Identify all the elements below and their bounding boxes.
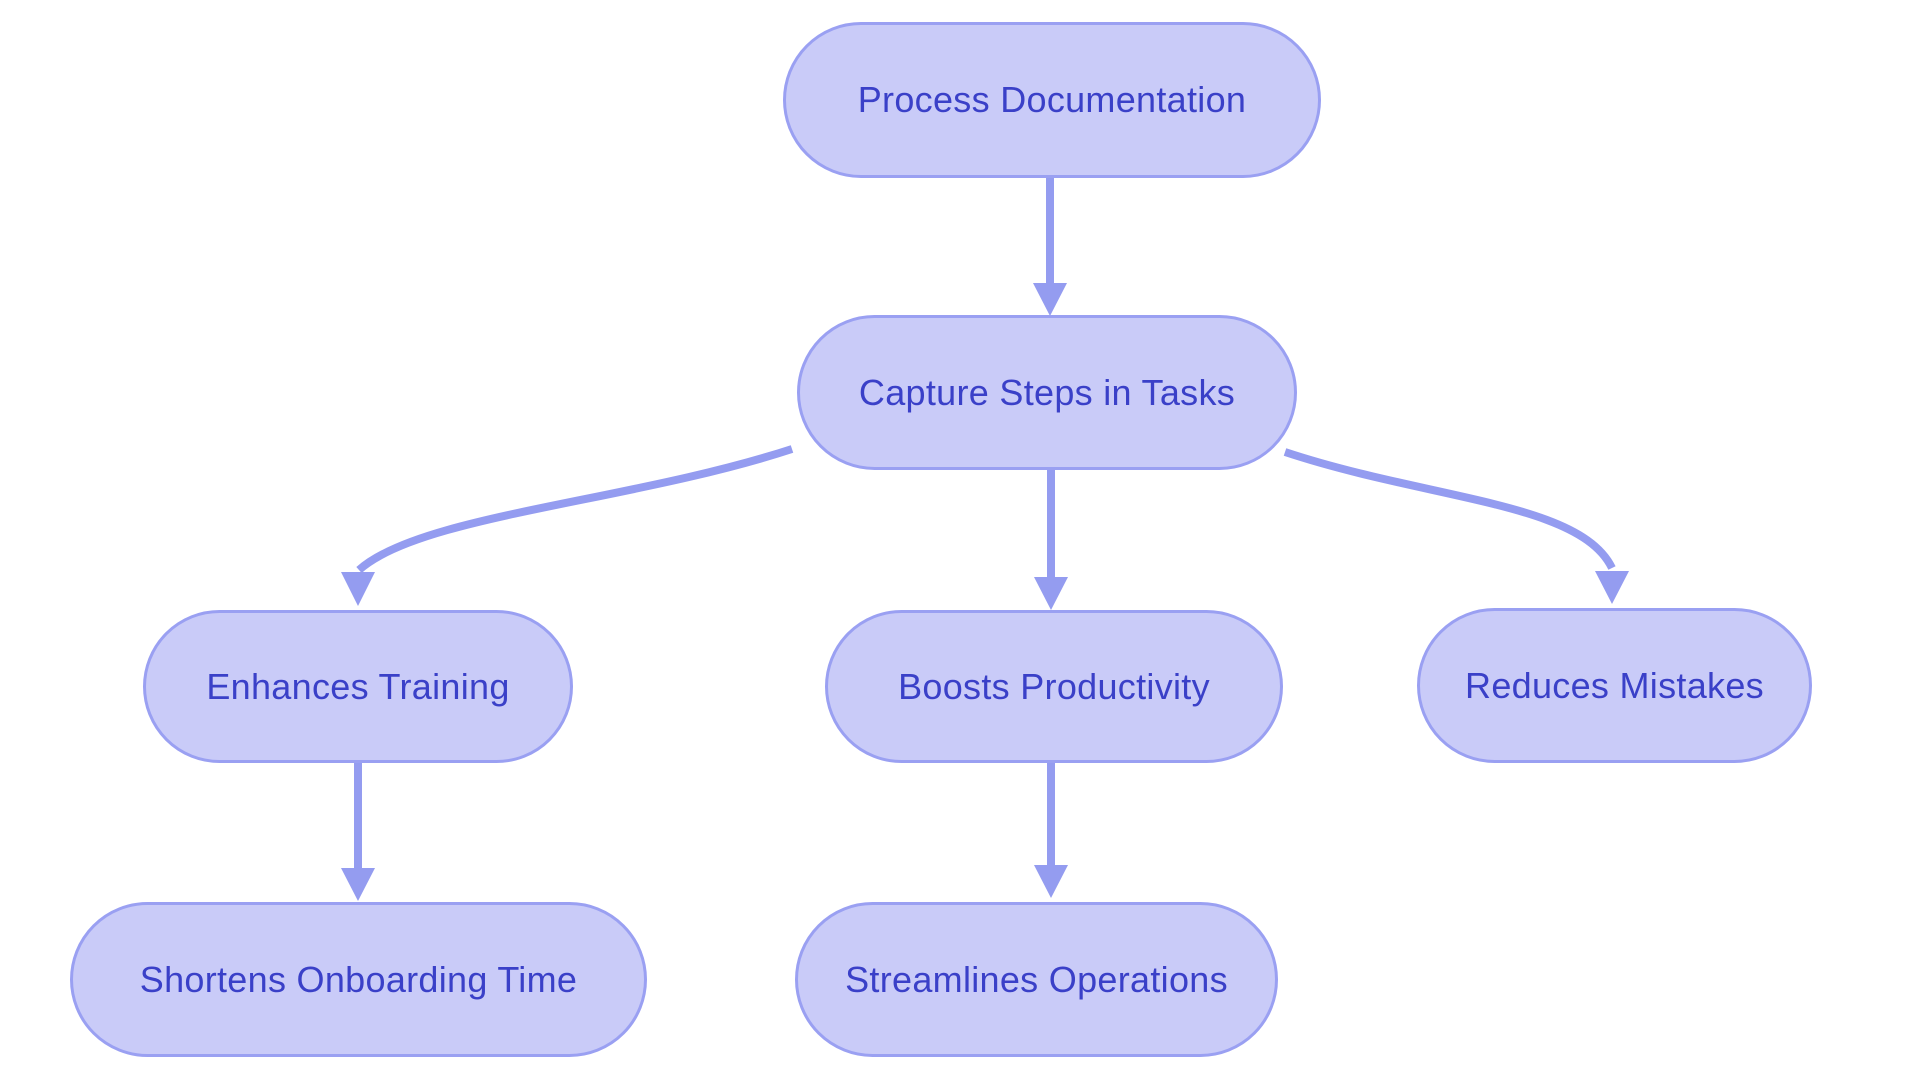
arrowhead-icon <box>341 572 375 606</box>
edge-capture-steps-to-enhances-training <box>341 445 794 606</box>
node-shortens-onboarding: Shortens Onboarding Time <box>70 902 647 1057</box>
node-boosts-productivity: Boosts Productivity <box>825 610 1283 763</box>
node-label: Enhances Training <box>206 665 510 707</box>
arrowhead-icon <box>1595 571 1629 604</box>
edge-enhances-training-to-shortens-onboarding <box>341 763 375 901</box>
arrowhead-icon <box>1033 283 1067 316</box>
node-enhances-training: Enhances Training <box>143 610 573 763</box>
edge-capture-steps-to-reduces-mistakes <box>1283 448 1629 604</box>
edge-boosts-productivity-to-streamlines-operations <box>1034 762 1068 898</box>
node-capture-steps: Capture Steps in Tasks <box>797 315 1297 470</box>
node-label: Shortens Onboarding Time <box>139 958 578 1000</box>
node-label: Boosts Productivity <box>898 665 1210 707</box>
node-label: Reduces Mistakes <box>1465 664 1764 706</box>
arrowhead-icon <box>1034 865 1068 898</box>
node-process-documentation: Process Documentation <box>783 22 1321 178</box>
edge-line <box>356 445 794 573</box>
node-reduces-mistakes: Reduces Mistakes <box>1417 608 1812 763</box>
edge-process-documentation-to-capture-steps <box>1033 174 1067 316</box>
node-label: Streamlines Operations <box>845 958 1228 1000</box>
node-label: Capture Steps in Tasks <box>858 371 1236 413</box>
arrowhead-icon <box>1034 577 1068 610</box>
edge-capture-steps-to-boosts-productivity <box>1034 470 1068 610</box>
node-streamlines-operations: Streamlines Operations <box>795 902 1278 1057</box>
edge-line <box>1283 448 1616 570</box>
arrowhead-icon <box>341 868 375 901</box>
node-label: Process Documentation <box>857 79 1247 120</box>
